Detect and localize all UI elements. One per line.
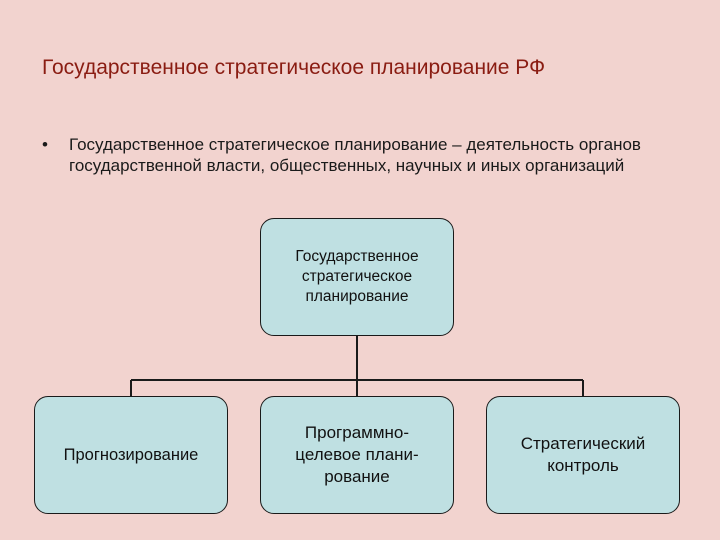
node-line: планирование [305, 288, 409, 305]
node-line: Программно- [304, 423, 410, 442]
node-line: Прогнозирование [63, 445, 199, 464]
node-program-target-planning: Программно- целевое плани- рование [260, 396, 454, 514]
node-line: рование [324, 467, 390, 486]
slide-title: Государственное стратегическое планирова… [42, 56, 546, 79]
node-strategic-control: Стратегический контроль [486, 396, 680, 514]
bullet-item: • Государственное стратегическое планиро… [42, 134, 682, 176]
node-strategic-planning: Государственное стратегическое планирова… [260, 218, 454, 336]
node-forecasting: Прогнозирование [34, 396, 228, 514]
node-line: Государственное [295, 248, 419, 265]
bullet-marker: • [42, 135, 48, 154]
bullet-text: Государственное стратегическое планирова… [69, 135, 641, 175]
node-line: целевое плани- [295, 445, 419, 464]
node-line: контроль [547, 456, 619, 475]
node-line: стратегическое [301, 268, 413, 285]
node-line: Стратегический [520, 434, 646, 453]
